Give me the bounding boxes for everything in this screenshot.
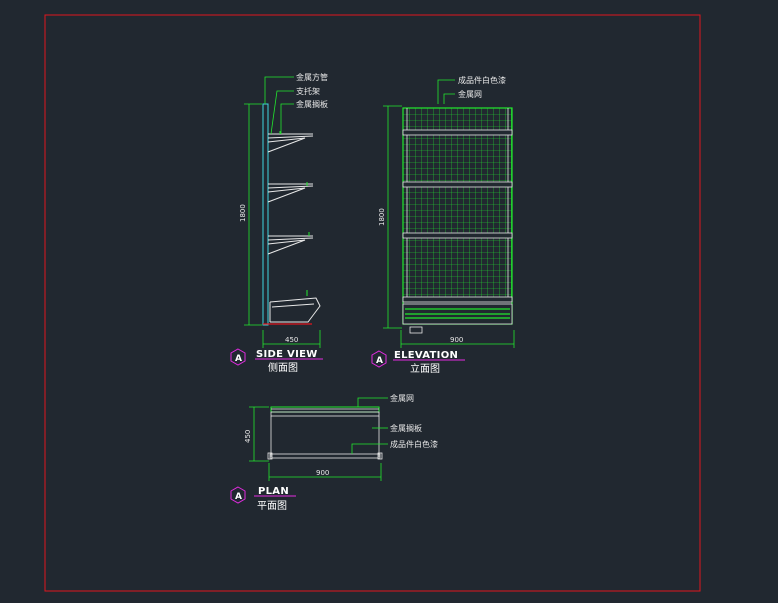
side-height-dimension xyxy=(244,103,262,326)
elevation-leader-white-paint: 成品件白色漆 xyxy=(458,75,506,85)
elevation-leaders xyxy=(437,79,455,104)
plan-depth-dimension xyxy=(249,406,269,462)
side-width-value: 450 xyxy=(285,336,298,344)
elevation-shelf-1 xyxy=(402,129,513,136)
elevation-height-value: 1800 xyxy=(378,208,386,226)
side-leader-bracket: 支托架 xyxy=(296,86,320,96)
plan-width-value: 900 xyxy=(316,469,329,477)
plan-subtitle: 平面图 xyxy=(257,500,287,512)
elevation-foot xyxy=(409,326,423,334)
side-upright-post xyxy=(262,103,269,326)
elevation-height-dimension xyxy=(383,105,402,329)
plan-depth-value: 450 xyxy=(244,430,252,443)
elevation-hex-marker xyxy=(371,350,387,368)
elevation-shelf-3 xyxy=(402,232,513,239)
plan-leader-metal-mesh: 金属网 xyxy=(390,393,414,403)
elevation-mesh-panel xyxy=(403,108,512,300)
side-height-value: 1800 xyxy=(239,204,247,222)
plan-marker-letter: A xyxy=(235,492,242,502)
drawing-frame xyxy=(44,14,701,592)
side-view-subtitle: 侧面图 xyxy=(268,361,298,374)
elevation-leader-metal-mesh: 金属网 xyxy=(458,89,482,99)
side-shelf-3 xyxy=(267,235,314,255)
plan-title: PLAN xyxy=(258,486,289,497)
elevation-view: 成品件白色漆 金属网 1800 900 A ELEVATION 立面图 xyxy=(371,75,515,375)
side-base-unit xyxy=(269,297,321,323)
plan-base-rail xyxy=(269,453,381,459)
side-view-hex-marker xyxy=(230,348,246,366)
plan-right-foot xyxy=(377,452,383,460)
elevation-marker-letter: A xyxy=(376,356,383,366)
plan-leader-shelf: 金属搁板 xyxy=(390,423,422,433)
plan-width-dimension xyxy=(268,463,382,481)
side-shelf-1 xyxy=(267,133,314,153)
side-view: 金属方管 支托架 金属搁板 1800 450 A SIDE VIEW 侧面图 xyxy=(230,72,328,374)
plan-shelf-front xyxy=(270,411,380,417)
elevation-shelf-4 xyxy=(402,296,513,303)
side-leader-shelf: 金属搁板 xyxy=(296,99,328,109)
elevation-shelf-2 xyxy=(402,181,513,188)
plan-leader-white-paint: 成品件白色漆 xyxy=(390,439,438,449)
plan-mesh-strip xyxy=(270,406,380,413)
plan-left-foot xyxy=(267,452,273,460)
plan-view: 金属网 金属搁板 成品件白色漆 450 900 A PLAN 平面图 xyxy=(230,393,438,512)
plan-leaders xyxy=(351,397,388,454)
elevation-width-value: 900 xyxy=(450,336,463,344)
elevation-width-dimension xyxy=(400,330,515,348)
elevation-title: ELEVATION xyxy=(394,350,458,361)
side-shelf-2 xyxy=(267,183,314,203)
elevation-base-stripes xyxy=(405,308,510,319)
side-view-marker-letter: A xyxy=(235,354,242,364)
plan-hex-marker xyxy=(230,486,246,504)
elevation-shelves xyxy=(402,129,513,303)
elevation-subtitle: 立面图 xyxy=(410,362,440,375)
side-leaders xyxy=(264,76,294,135)
side-leader-square-tube: 金属方管 xyxy=(296,72,328,82)
side-view-title: SIDE VIEW xyxy=(256,349,318,360)
side-marks xyxy=(279,131,310,296)
side-width-dimension xyxy=(262,330,321,348)
